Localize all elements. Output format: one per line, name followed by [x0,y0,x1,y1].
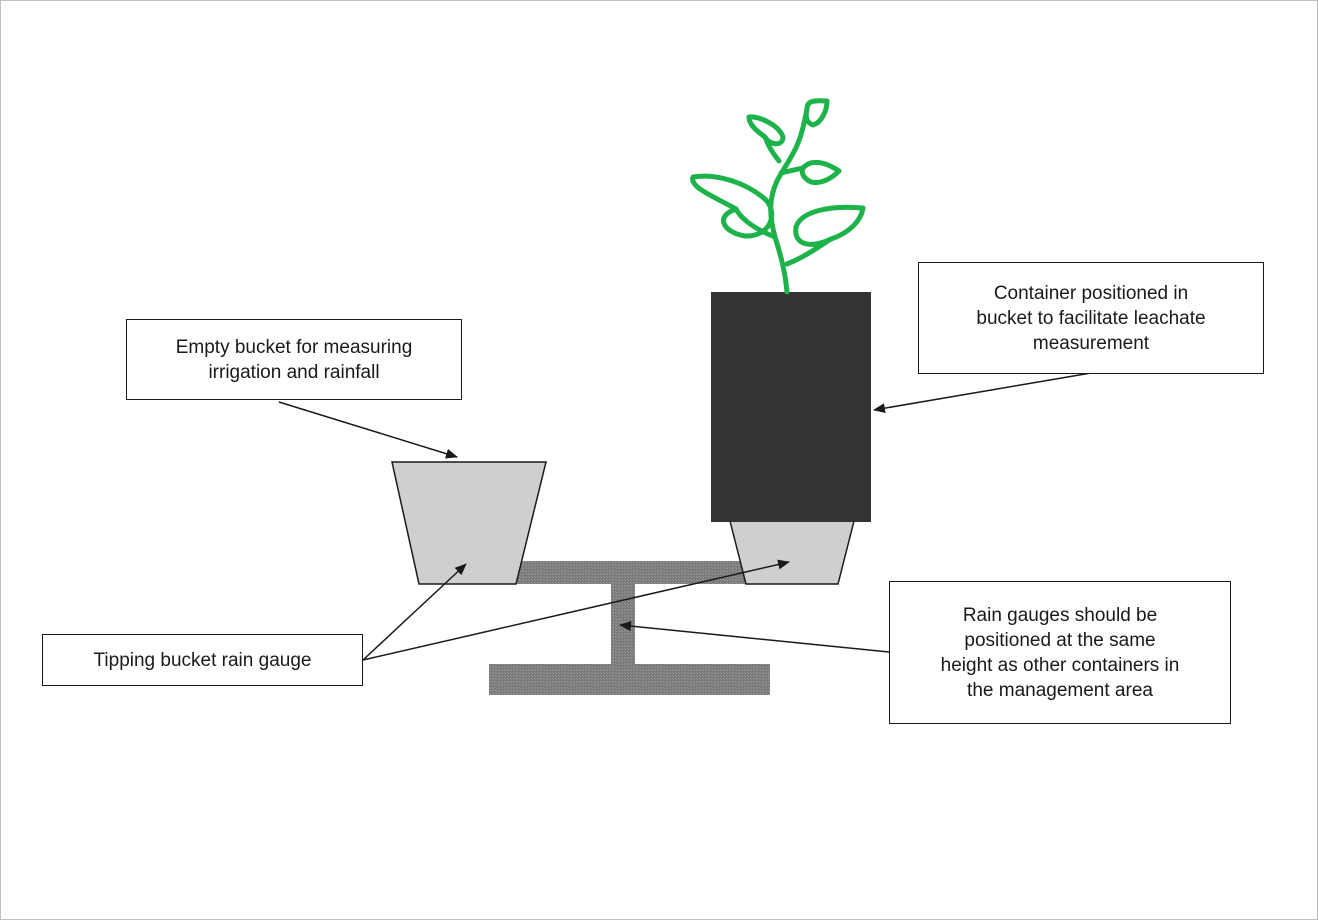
arrow-tipping-right [362,559,790,661]
plant-icon [690,98,866,295]
callout-container-line-3: measurement [1032,332,1150,354]
callout-tipping-bucket: Tipping bucket rain gauge [42,634,363,686]
arrow-container [873,372,1092,414]
callout-rain-gauges-height: Rain gauges should be positioned at the … [889,581,1231,724]
callout-container-line-2: bucket to facilitate leachate [976,307,1206,329]
empty-bucket [391,461,547,585]
arrow-empty-bucket [278,401,458,459]
callout-container-line-1: Container positioned in [993,282,1189,304]
callout-rain-gauges-line-3: height as other containers in [940,654,1180,676]
callout-empty-bucket-line-1: Empty bucket for measuring [175,336,413,358]
callout-rain-gauges-line-2: positioned at the same [964,629,1156,651]
plant-container [711,292,871,522]
leachate-bucket [729,520,855,585]
arrow-tipping-left [362,563,467,661]
callout-arrows [278,372,1092,661]
callout-empty-bucket-line-2: irrigation and rainfall [208,361,380,383]
gauge-stand [489,561,770,695]
stand-top-bar [515,561,747,584]
callout-rain-gauges-line-1: Rain gauges should be [962,604,1158,626]
stand-base [489,664,770,695]
callout-container: Container positioned in bucket to facili… [918,262,1264,374]
arrow-stand-height [619,621,890,653]
callout-empty-bucket: Empty bucket for measuring irrigation an… [126,319,462,400]
callout-tipping-bucket-line-1: Tipping bucket rain gauge [93,649,312,671]
callout-rain-gauges-line-4: the management area [967,679,1153,701]
stand-post [611,584,635,664]
